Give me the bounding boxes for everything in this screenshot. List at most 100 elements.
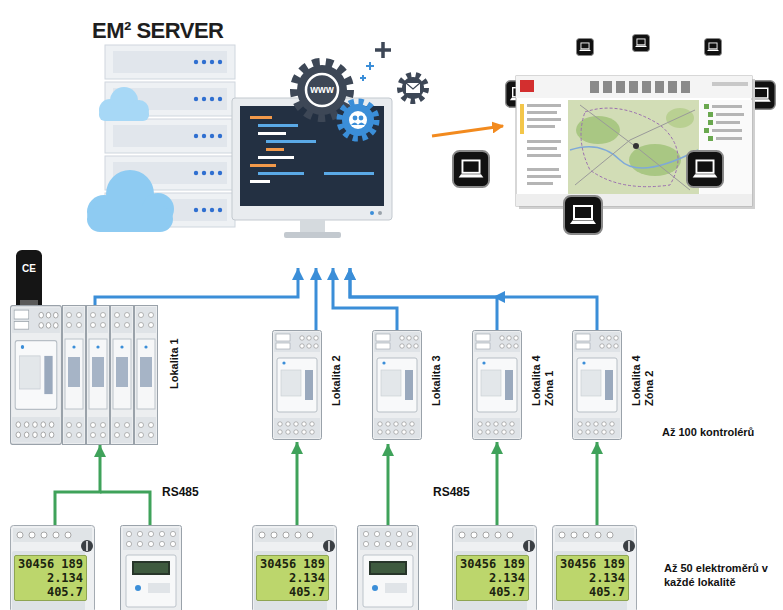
plus-sign [375, 42, 391, 58]
web-app-screenshot [642, 81, 651, 93]
output-arrow [432, 126, 503, 136]
web-app-screenshot [666, 108, 694, 128]
meter-reading: 2.134 [260, 571, 325, 585]
monitor [266, 148, 284, 151]
energy-meter-box: 30456 1892.134405.7 [10, 525, 95, 608]
rs485-wire [100, 492, 150, 525]
lcd-display: 30456 1892.134405.7 [556, 555, 629, 601]
server-rack [210, 60, 214, 64]
server-rack [194, 60, 198, 64]
mail-gear [402, 77, 424, 99]
meter-reading: 405.7 [560, 585, 625, 599]
server-rack [202, 97, 206, 101]
lcd-display: 30456 1892.134405.7 [14, 555, 87, 601]
monitor [258, 132, 286, 135]
server-title: EM² SERVER [92, 18, 224, 44]
users-gear [340, 102, 376, 138]
controller-box: Lokalita 4 Zóna 1 [472, 330, 560, 442]
laptop-icon [704, 38, 721, 55]
bus-label: RS485 [162, 485, 199, 499]
controller-device [111, 306, 134, 445]
energy-meter [11, 526, 637, 610]
controller-device [273, 331, 322, 440]
link-arrow [315, 268, 318, 330]
icon-text: www [305, 84, 339, 96]
server-rack [113, 51, 227, 73]
label-block: Lokalita 1 [168, 323, 181, 389]
meter-reading: 405.7 [18, 585, 83, 599]
server-rack [113, 125, 227, 147]
bus-label: RS485 [162, 485, 199, 499]
laptop-icon [453, 151, 489, 187]
web-app-screenshot [708, 120, 713, 125]
rs485-wire [387, 444, 390, 525]
web-gear [297, 65, 347, 115]
io-module [121, 526, 182, 610]
web-app-screenshot [527, 168, 559, 171]
monitor [266, 140, 316, 143]
energy-meter-box: 30456 1892.134405.7 [552, 525, 637, 608]
energy-meter [11, 526, 95, 610]
location-label: Lokalita 4 Zóna 2 [630, 340, 656, 406]
server-rack [218, 60, 222, 64]
meter-reading: 2.134 [18, 571, 83, 585]
link-arrow [350, 268, 597, 330]
meter-reading: 30456 189 [560, 557, 625, 571]
web-app-screenshot [668, 81, 677, 93]
server-rack [194, 208, 198, 212]
laptop-icon [687, 151, 723, 187]
monitor [232, 98, 392, 238]
server-rack [218, 134, 222, 138]
lcd-display: 30456 1892.134405.7 [256, 555, 329, 601]
bus-label: RS485 [433, 485, 470, 499]
web-app-screenshot [527, 175, 561, 178]
monitor [284, 232, 341, 238]
meter-reading: 405.7 [260, 585, 325, 599]
web-app-screenshot [575, 105, 695, 190]
server-rack [218, 208, 222, 212]
server-rack [105, 45, 235, 79]
controller-device [63, 306, 86, 445]
web-app-screenshot [527, 140, 561, 143]
io-module [121, 526, 419, 610]
controller-device [11, 306, 62, 445]
controller-device [373, 331, 422, 440]
label-block: Lokalita 4 Zóna 1 [530, 340, 556, 406]
meter-reading: 2.134 [460, 571, 525, 585]
web-app-screenshot [570, 147, 698, 168]
link-arrow [95, 268, 298, 305]
cloud [87, 170, 174, 232]
web-app-screenshot [704, 128, 709, 133]
controller-device [87, 306, 110, 445]
web-app-screenshot [527, 147, 557, 150]
label-block: EM² SERVER [92, 18, 224, 44]
server-rack [210, 208, 214, 212]
energy-meter [253, 526, 337, 610]
monitor [370, 211, 374, 215]
note: Až 100 kontrolérů [662, 425, 754, 439]
mail-gear [406, 83, 420, 93]
plus-sign [360, 75, 366, 81]
users-gear [351, 123, 365, 126]
web-app-screenshot [527, 104, 561, 107]
monitor [324, 172, 374, 175]
server-rack [210, 97, 214, 101]
note: Až 50 elektroměrů v každé lokalitě [664, 561, 776, 589]
icon-text: www [305, 84, 339, 96]
link-arrow [350, 268, 497, 330]
monitor [378, 211, 382, 215]
energy-meter [553, 526, 637, 610]
laptop-icon [576, 38, 593, 55]
server-rack [218, 97, 222, 101]
web-gear [306, 74, 338, 106]
location-label: Lokalita 1 [168, 323, 181, 389]
mail-gear [400, 75, 426, 101]
web-app-screenshot [708, 112, 713, 117]
location-label: Lokalita 2 [330, 340, 343, 406]
server-rack [105, 119, 235, 153]
web-app-screenshot [616, 81, 625, 93]
web-app-screenshot [716, 121, 740, 124]
web-app-screenshot [655, 81, 664, 93]
